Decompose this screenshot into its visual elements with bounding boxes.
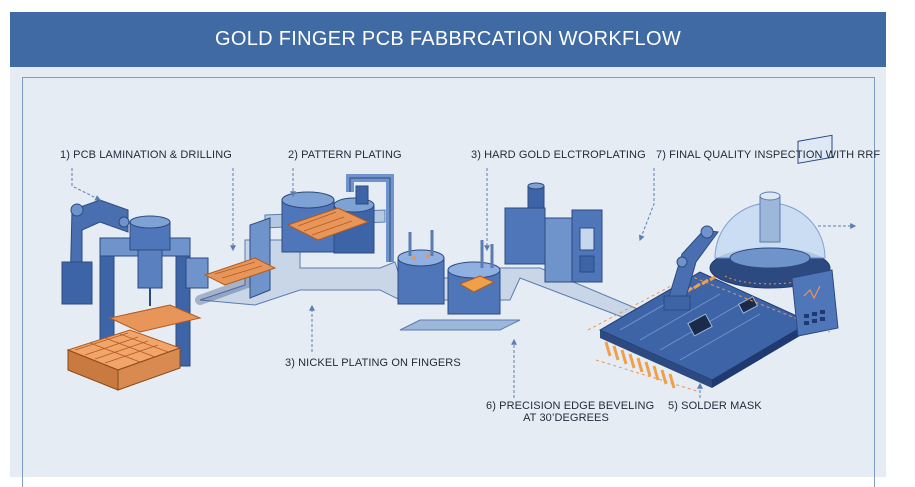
pattern-plating-tanks — [203, 174, 394, 299]
plating-baths — [397, 230, 521, 331]
gold-finger-pcb — [587, 271, 831, 393]
diagram-frame — [22, 77, 875, 487]
workflow-illustration — [61, 134, 857, 398]
title-banner: GOLD FINGER PCB FABBRCATION WORKFLOW — [10, 12, 886, 67]
label-step3-nickel-plating: 3) NICKEL PLATING ON FINGERS — [285, 357, 461, 369]
label-step5-solder-mask: 5) SOLDER MASK — [668, 400, 762, 412]
label-step1-lamination-drilling: 1) PCB LAMINATION & DRILLING — [60, 149, 232, 161]
diagram-title: GOLD FINGER PCB FABBRCATION WORKFLOW — [214, 28, 682, 50]
lamination-drilling-machine — [61, 199, 255, 391]
label-step3-hard-gold-electroplating: 3) HARD GOLD ELCTROPLATING — [471, 149, 646, 161]
gold-electroplating-machine — [504, 182, 603, 283]
inspection-station — [663, 134, 839, 337]
label-step6-edge-beveling: 6) PRECISION EDGE BEVELING AT 30’DEGREES — [486, 400, 655, 424]
label-step6-line1: 6) PRECISION EDGE BEVELING — [486, 400, 655, 412]
leader-arrows — [71, 168, 857, 398]
label-step6-line2: AT 30’DEGREES — [523, 412, 609, 424]
gold-fingers-edge — [604, 341, 676, 389]
label-step2-pattern-plating: 2) PATTERN PLATING — [288, 149, 402, 161]
label-step7-final-inspection: 7) FINAL QUALITY INSPECTION WITH RRF — [656, 149, 881, 161]
